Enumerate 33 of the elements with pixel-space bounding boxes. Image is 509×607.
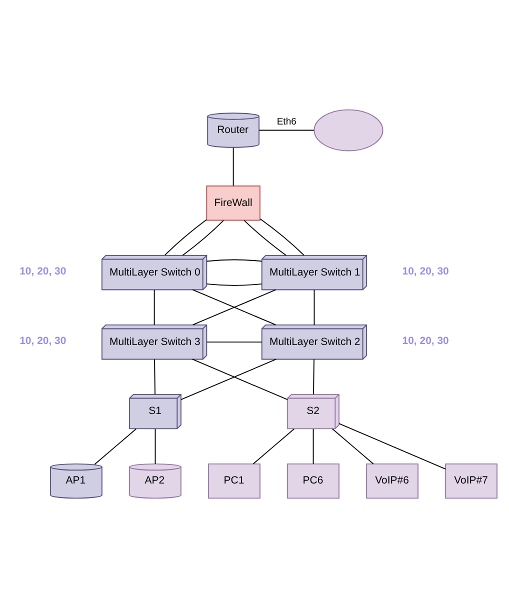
connector (192, 288, 276, 325)
node-box: FireWall (206, 184, 260, 220)
node-box: PC1 (208, 462, 260, 498)
node-cloud (314, 108, 384, 151)
connector (312, 428, 314, 464)
connector (252, 428, 295, 464)
connector (180, 358, 277, 400)
connector (154, 358, 156, 394)
connector (206, 282, 262, 286)
connector (206, 341, 262, 342)
node-label: 10, 20, 30 (20, 266, 66, 277)
node-box: VoIP#6 (366, 462, 418, 498)
connector (313, 358, 314, 394)
connector (154, 288, 155, 325)
node-box: PC6 (287, 462, 340, 498)
connector (260, 218, 304, 256)
node-label: 10, 20, 30 (20, 335, 66, 346)
connector (232, 146, 234, 186)
connector (94, 428, 137, 464)
edge-label: Eth6 (276, 116, 296, 128)
node-label: 10, 20, 30 (402, 335, 449, 346)
node-box: VoIP#7 (445, 462, 498, 498)
connector (314, 288, 315, 325)
connector (338, 422, 446, 470)
connector (182, 219, 224, 256)
connector (154, 428, 156, 464)
connector (332, 428, 374, 464)
connector (192, 358, 288, 400)
connector (258, 129, 314, 130)
node-label: 10, 20, 30 (402, 266, 449, 277)
connector (164, 218, 207, 256)
connector (206, 258, 262, 262)
connector (244, 219, 287, 256)
